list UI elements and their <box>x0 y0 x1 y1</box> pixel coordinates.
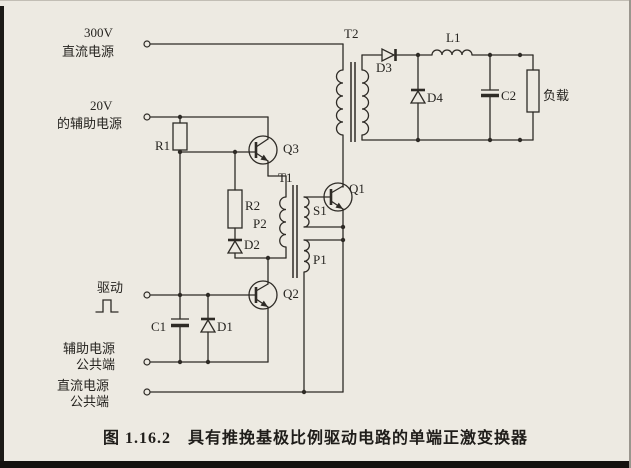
terminal-dc-common <box>143 388 151 396</box>
label-dc-common-1: 直流电源 <box>57 379 109 394</box>
transistor-q2 <box>248 280 278 310</box>
label-aux-common-1: 辅助电源 <box>63 342 115 357</box>
t1-winding-p1 <box>303 239 310 273</box>
transformer-t1 <box>279 185 310 278</box>
label-20v: 20V <box>90 98 113 113</box>
figure-caption: 图 1.16.2 具有推挽基极比例驱动电路的单端正激变换器 <box>102 430 528 447</box>
resistor-r2 <box>227 189 243 229</box>
capacitor-c2 <box>481 89 499 98</box>
diode-d3 <box>381 47 397 63</box>
scan-edge-top <box>0 0 631 1</box>
label-t1: T1 <box>278 170 292 185</box>
terminal-drive <box>143 291 151 299</box>
label-c2: C2 <box>501 88 516 103</box>
terminal-aux-common <box>143 358 151 366</box>
t2-secondary-winding <box>361 69 370 136</box>
label-q3: Q3 <box>283 141 299 156</box>
label-d4: D4 <box>427 90 443 105</box>
diode-d4 <box>409 88 427 104</box>
terminal-20v <box>143 113 151 121</box>
load-resistor <box>526 69 540 113</box>
t1-winding-s1 <box>303 196 310 228</box>
transformer-t2 <box>335 62 370 142</box>
scan-edge-bottom <box>0 461 631 468</box>
label-300v: 300V <box>84 25 114 40</box>
label-s1: S1 <box>313 203 327 218</box>
scan-edge-left <box>0 6 4 468</box>
label-load: 负载 <box>543 89 569 104</box>
capacitor-c1 <box>171 318 189 328</box>
scan-edge-right <box>629 0 631 468</box>
label-aux-supply: 的辅助电源 <box>57 116 122 132</box>
label-dc-supply: 直流电源 <box>62 45 114 60</box>
label-q1: Q1 <box>349 181 365 196</box>
transistor-q3 <box>248 116 278 165</box>
labels: 300V 直流电源 20V 的辅助电源 驱动 辅助电源 公共端 直流电源 公共端… <box>57 25 569 410</box>
label-dc-common-2: 公共端 <box>70 395 109 410</box>
inductor-l1 <box>431 49 473 56</box>
label-drive: 驱动 <box>97 281 123 296</box>
resistor-r1 <box>172 122 188 151</box>
t1-winding-p2 <box>279 196 287 248</box>
junction-dots <box>177 52 523 395</box>
label-d1: D1 <box>217 319 233 334</box>
label-r2: R2 <box>245 198 260 213</box>
label-d2: D2 <box>244 237 260 252</box>
diode-d1 <box>199 317 217 333</box>
label-q2: Q2 <box>283 286 299 301</box>
label-d3: D3 <box>376 60 392 75</box>
label-c1: C1 <box>151 319 166 334</box>
label-r1: R1 <box>155 138 170 153</box>
diode-d2 <box>226 238 244 254</box>
label-p1: P1 <box>313 252 327 267</box>
label-t2: T2 <box>344 26 358 41</box>
label-p2: P2 <box>253 216 267 231</box>
transistor-q1 <box>323 182 353 212</box>
t2-primary-winding <box>335 69 344 136</box>
terminal-300v <box>143 40 151 48</box>
pulse-waveform-icon <box>95 299 119 313</box>
input-terminals <box>143 40 151 396</box>
label-l1: L1 <box>446 30 460 45</box>
label-aux-common-2: 公共端 <box>76 358 115 373</box>
